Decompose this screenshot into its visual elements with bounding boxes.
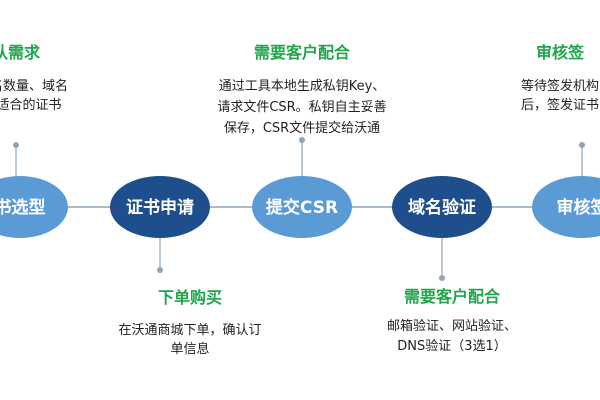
annotation-line: 后，签发证书: [521, 97, 599, 113]
step-node-shape: [532, 176, 600, 238]
annotation-title: 认需求: [0, 43, 41, 62]
annotation-0: 认需求 的域名数量、域名 选择适合的证书: [0, 43, 68, 113]
annotation-title: 下单购买: [158, 288, 222, 307]
step-nodes: 书选型 证书申请 提交CSR 域名验证 审核签: [0, 176, 600, 238]
annotations: 认需求 的域名数量、域名 选择适合的证书 下单购买 在沃通商城下单，确认订 单信…: [0, 43, 599, 357]
step-node-1: 证书申请: [110, 176, 210, 238]
step-node-label: 域名验证: [408, 197, 476, 218]
step-node-2: 提交CSR: [252, 176, 352, 238]
step-node-shape: [252, 176, 352, 238]
annotation-1: 下单购买 在沃通商城下单，确认订 单信息: [118, 288, 261, 357]
annotation-line: 在沃通商城下单，确认订: [118, 323, 261, 338]
annotation-4: 审核签 等待签发机构 后，签发证书: [521, 43, 599, 113]
annotation-line: 邮箱验证、网站验证、: [387, 318, 517, 334]
step-node-4: 审核签: [532, 176, 600, 238]
connector-dot-4: [579, 142, 585, 148]
annotation-line: 通过工具本地生成私钥Key、: [219, 79, 386, 94]
step-node-shape: [0, 176, 68, 238]
annotation-line: 的域名数量、域名: [0, 78, 68, 94]
step-node-label: 证书申请: [126, 197, 194, 218]
annotation-title: 需要客户配合: [404, 287, 501, 306]
connector-dot-2: [299, 137, 305, 143]
step-node-0: 书选型: [0, 176, 68, 238]
annotation-line: DNS验证（3选1）: [397, 338, 507, 354]
connectors: [13, 137, 585, 281]
step-node-label: 审核签: [557, 197, 600, 218]
annotation-title: 需要客户配合: [254, 43, 351, 62]
annotation-3: 需要客户配合 邮箱验证、网站验证、 DNS验证（3选1）: [387, 287, 517, 354]
annotation-line: 选择适合的证书: [0, 97, 62, 113]
annotation-2: 需要客户配合 通过工具本地生成私钥Key、 请求文件CSR。私钥自主妥善 保存，…: [217, 43, 386, 136]
annotation-line: 单信息: [170, 341, 209, 357]
connector-dot-0: [13, 142, 19, 148]
annotation-line: 等待签发机构: [521, 78, 599, 94]
step-node-label: 提交CSR: [266, 197, 338, 218]
annotation-title: 审核签: [536, 43, 585, 62]
annotation-line: 保存，CSR文件提交给沃通: [224, 120, 380, 136]
annotation-line: 请求文件CSR。私钥自主妥善: [217, 99, 386, 115]
connector-dot-1: [157, 267, 163, 273]
step-node-label: 书选型: [0, 197, 46, 218]
step-node-shape: [110, 176, 210, 238]
connector-dot-3: [439, 275, 445, 281]
step-node-shape: [392, 176, 492, 238]
step-node-3: 域名验证: [392, 176, 492, 238]
